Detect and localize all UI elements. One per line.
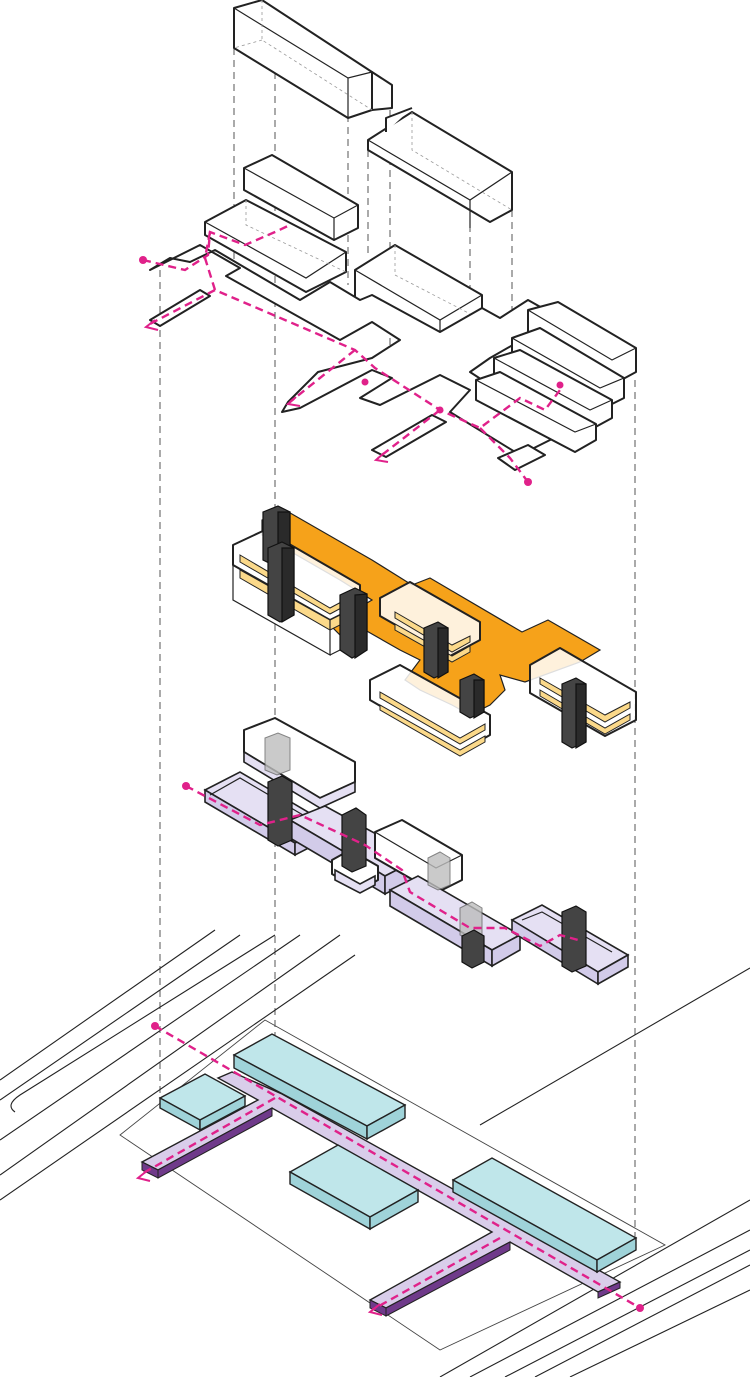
route-arrow — [135, 1169, 151, 1182]
route-node-dot — [556, 381, 564, 389]
roof-volume-b — [367, 107, 513, 228]
core-4 — [423, 621, 449, 680]
route-node-dot — [436, 406, 444, 414]
roof-volume-a — [233, 0, 393, 119]
lower-volumes-layer — [182, 717, 630, 986]
route-start-dot — [182, 782, 190, 790]
ghost-cores — [264, 732, 483, 941]
ground-block-a — [158, 1073, 247, 1132]
route-start-dot — [139, 256, 147, 264]
vertical-cores-layer — [232, 505, 637, 757]
route-level-1 — [139, 223, 564, 486]
roof-stepped-volumes — [475, 301, 637, 453]
route-end-dot — [524, 478, 532, 486]
roof-volumes-layer — [139, 0, 637, 486]
route-end-dot — [636, 1304, 644, 1312]
core-3 — [339, 587, 368, 660]
core-2 — [267, 541, 295, 624]
route-node-dot — [361, 378, 369, 386]
ground-block-b — [232, 1033, 407, 1141]
site-boundary — [119, 1019, 666, 1351]
route-arrow — [373, 452, 389, 463]
street-lines — [0, 929, 750, 1377]
roof-volume-c — [204, 154, 359, 293]
route-start-dot — [151, 1022, 159, 1030]
route-level-3 — [182, 782, 579, 948]
ground-block-c — [288, 1144, 420, 1231]
route-level-4 — [135, 1022, 644, 1316]
route-arrow — [285, 396, 301, 407]
core-6 — [561, 677, 587, 750]
ground-plan-layer — [135, 1022, 644, 1317]
cores — [262, 505, 587, 750]
ground-block-d — [451, 1157, 638, 1274]
core-5 — [459, 673, 485, 720]
amber-volume-lower — [369, 664, 491, 757]
amber-volume-mid — [379, 581, 481, 663]
route-arrow — [143, 319, 159, 331]
route-arrow — [367, 1303, 383, 1316]
